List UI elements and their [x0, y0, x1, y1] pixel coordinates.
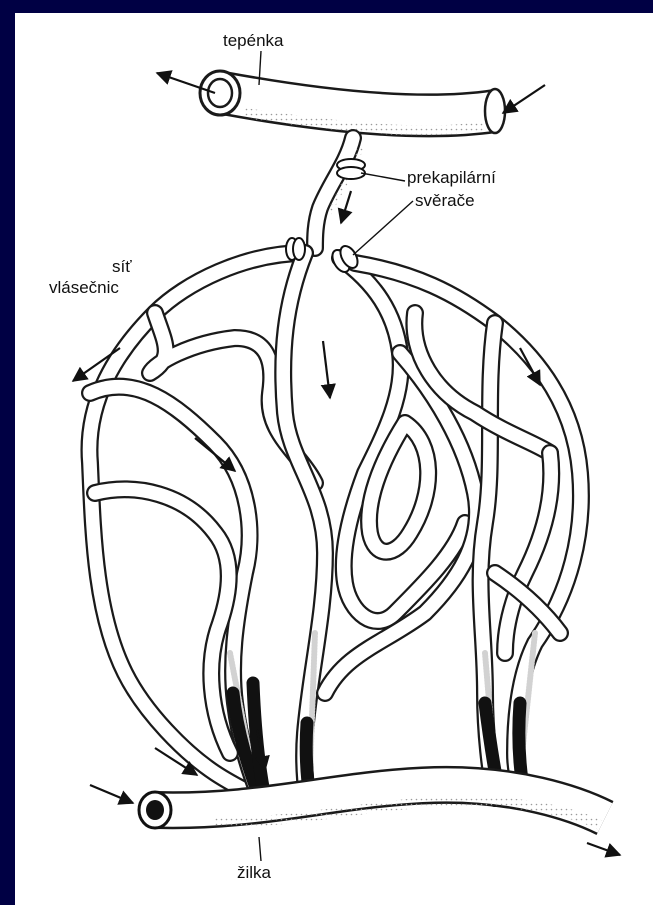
leader-sphincter-right: [353, 201, 413, 255]
arrow-center: [323, 341, 330, 398]
capillary-network-diagram: tepénka prekapilární svěrače síť vlásečn…: [15, 13, 653, 905]
artery-label: tepénka: [223, 31, 284, 50]
vein-label: žilka: [237, 863, 271, 882]
arrow-vein-out: [587, 843, 620, 855]
sphincters-label-line1: prekapilární: [407, 168, 496, 187]
diagram-drawing: [15, 13, 653, 905]
leader-sphincter-top: [361, 173, 405, 181]
leader-vein: [259, 837, 261, 861]
arrow-artery-in: [503, 85, 545, 113]
vein-vessel: [139, 785, 605, 828]
flow-arrows: [73, 73, 620, 855]
sphincters-label-line2: svěrače: [415, 191, 475, 210]
metarteriole: [315, 138, 360, 248]
arrow-metarteriole: [341, 191, 351, 223]
network-label-line2: vlásečnic: [49, 278, 119, 297]
sphincter-top: [337, 159, 365, 179]
capillary-network: [89, 253, 580, 798]
artery-vessel: [200, 71, 505, 133]
arrow-vein-in: [90, 785, 133, 803]
network-label-line1: síť: [112, 257, 132, 276]
sphincter-left: [286, 238, 305, 260]
